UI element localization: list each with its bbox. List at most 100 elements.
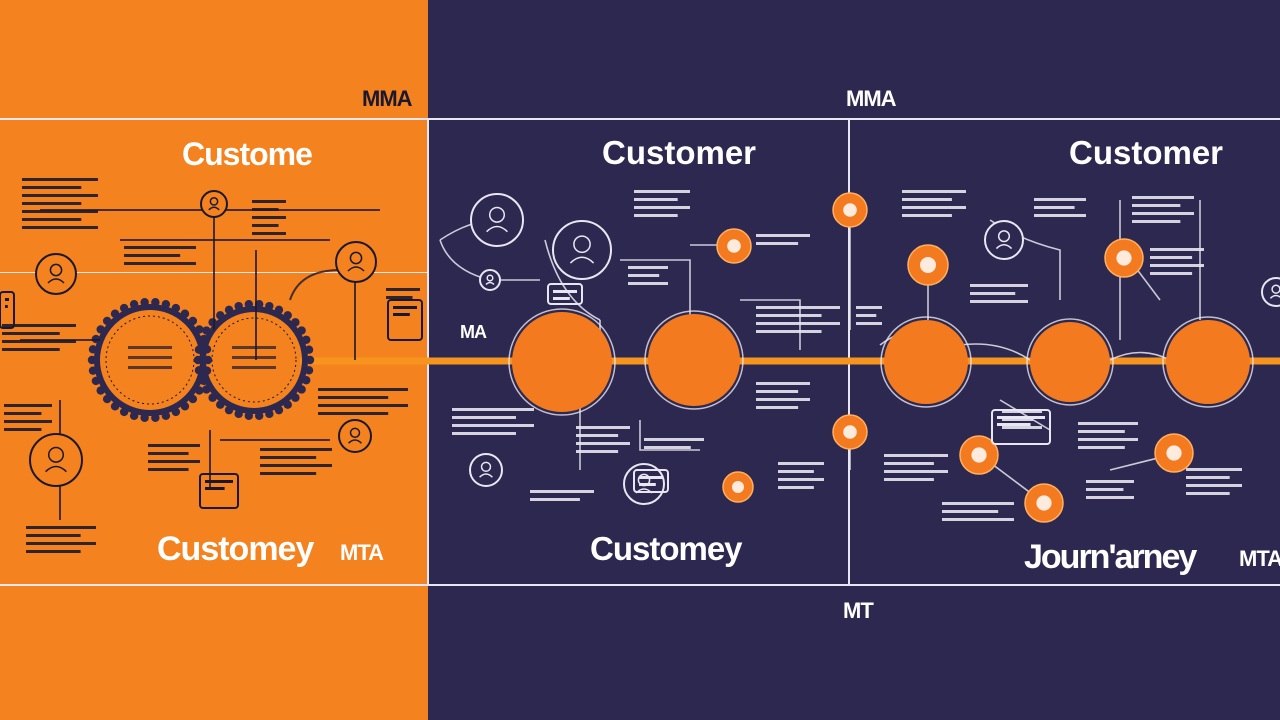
icon-ring [479,269,501,291]
text-block [902,190,966,217]
star-icon [338,419,372,453]
bottom-divider [0,584,1280,586]
card-icon [991,409,1051,445]
stage-node-ring [508,308,616,416]
text-line [148,460,200,463]
text-line [22,194,98,197]
stage-node-fill [1030,322,1110,402]
target-icon [200,190,228,218]
text-line [856,306,882,309]
panel1-footer-title: Customey [157,530,314,568]
icon-glyph [47,278,65,284]
text-line [1078,446,1125,449]
gear-left [87,298,213,422]
icon-ring [1261,277,1280,307]
text-line [26,542,96,545]
text-line [386,296,413,299]
panel2-title: Customer [602,134,757,171]
panel2-top-tag: MMA [846,86,897,111]
text-line [1078,430,1125,433]
gear-text-line [128,366,172,369]
small-node [722,471,754,503]
text-line [4,420,52,423]
box-line [997,416,1045,419]
text-line [124,262,196,265]
text-line [628,282,668,285]
text-line [576,442,630,445]
small-node [716,228,752,264]
text-block [386,288,420,299]
gear-text-line [232,366,276,369]
top-divider [0,118,1280,120]
box-line [553,290,577,293]
icon-glyph [349,427,361,439]
text-line [778,462,824,465]
calendar-icon [387,299,423,341]
text-line [1002,426,1042,429]
text-block [1086,480,1134,499]
gear-rim [200,306,308,414]
text-block [148,444,200,471]
box-line [393,313,410,316]
icon-glyph [997,230,1011,243]
text-line [970,292,1016,295]
gear-text-line [128,346,172,349]
text-block [1002,410,1042,429]
text-line [1034,206,1075,209]
text-block [2,324,76,351]
icon-ring [200,190,228,218]
text-block [1150,248,1204,275]
box-line [393,306,417,309]
icon-ring [469,453,503,487]
text-line [252,208,279,211]
text-line [756,398,810,401]
box-outline [991,409,1051,445]
text-line [22,210,98,213]
icon-glyph [209,197,219,206]
panel2-footer-title: Customey [590,530,743,567]
icon-glyph [486,225,508,233]
connector-line [740,299,801,350]
text-line [756,322,840,325]
text-line [22,186,82,189]
text-line [970,300,1028,303]
panel1-title: Custome [182,136,313,172]
small-node-glyph [971,447,987,463]
gear-rim [94,304,206,416]
gear-text-line [128,356,172,359]
panel1-footer-tag: MTA [340,540,384,565]
small-nodes [716,192,1194,523]
text-block [576,426,630,453]
stage-node-fill [648,314,740,406]
panel-divider-1 [427,118,429,586]
text-line [576,450,619,453]
text-block [634,190,690,217]
text-block [26,526,96,553]
box-outline [633,469,669,493]
text-block [884,454,948,481]
connector-line [999,399,1051,431]
text-line [252,224,279,227]
text-line [634,190,690,193]
text-line [124,246,196,249]
text-line [386,288,420,291]
text-line [1078,422,1138,425]
text-line [756,306,840,309]
text-line [778,470,814,473]
text-line [634,198,678,201]
text-line [1186,468,1242,471]
text-line [1086,496,1134,499]
text-line [260,472,317,475]
text-line [4,428,42,431]
box-line [205,487,225,490]
small-node [1024,483,1064,523]
device-icon [0,291,15,329]
connector-line [639,420,700,451]
text-line [452,408,534,411]
chart-icon [552,220,612,280]
icon-glyph [573,235,591,254]
mail-icon [35,253,77,295]
text-block [530,490,594,501]
text-line [634,206,690,209]
